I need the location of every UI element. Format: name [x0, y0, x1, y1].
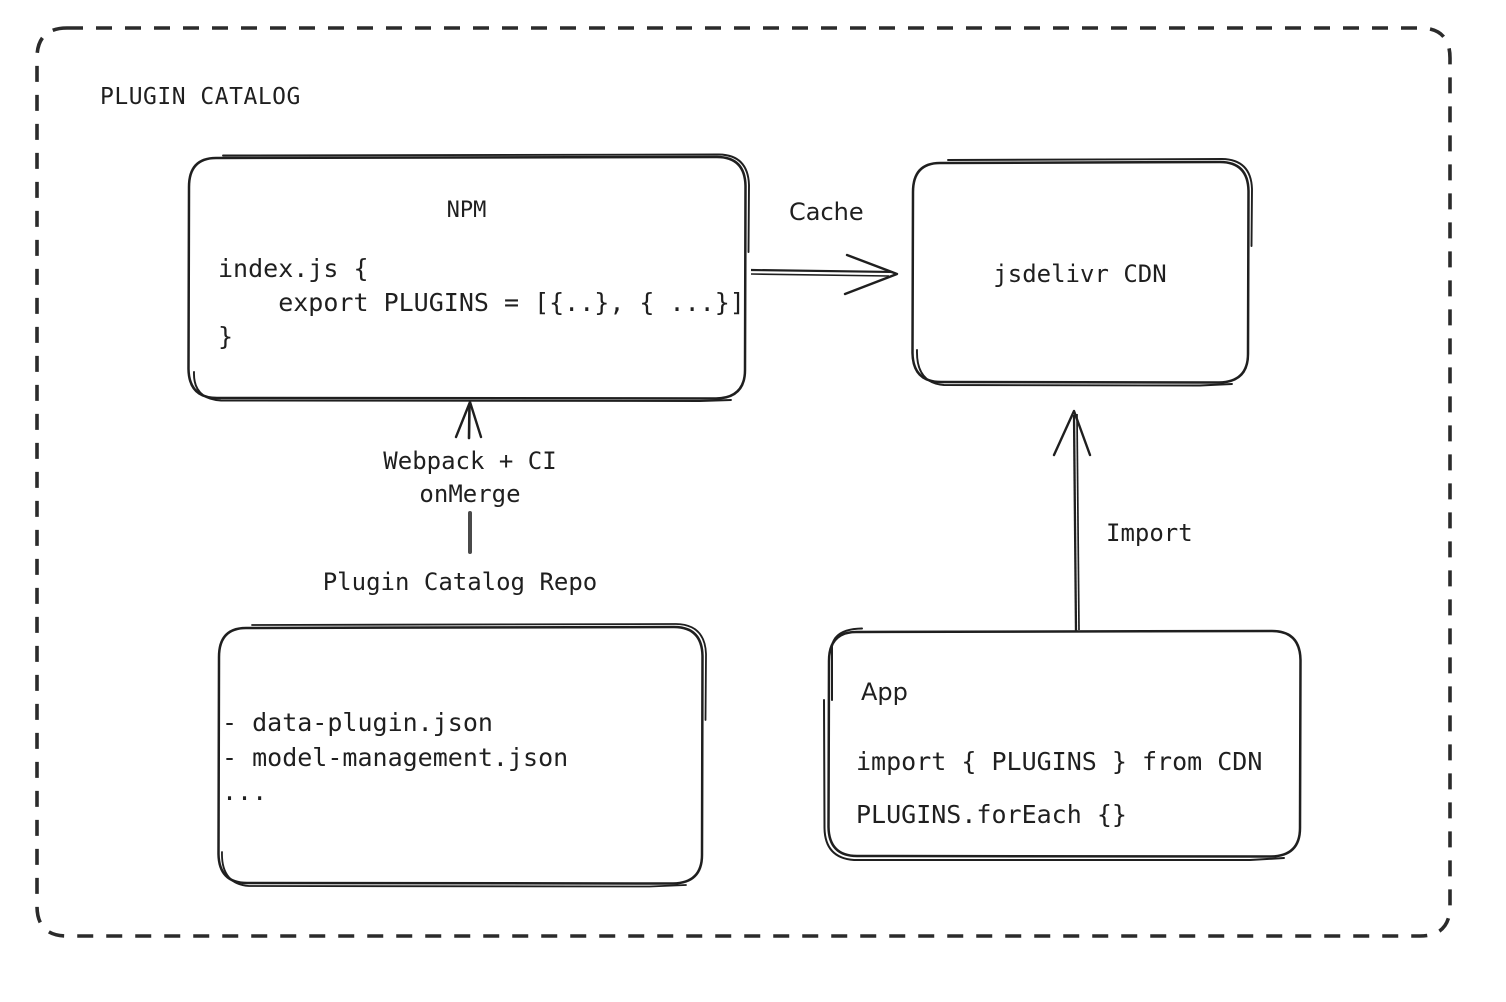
edge-label-webpack-ci-onmerge: Webpack + CI onMerge	[383, 447, 557, 509]
edge-app-to-cdn	[1052, 409, 1092, 633]
page-title: PLUGIN CATALOG	[100, 84, 301, 110]
app-node-code: import { PLUGINS } from CDN PLUGINS.forE…	[856, 747, 1263, 829]
repo-node-caption: Plugin Catalog Repo	[322, 568, 598, 596]
cdn-node-title: jsdelivr CDN	[993, 260, 1167, 288]
edge-label-import: Import	[1106, 519, 1193, 547]
npm-node-title: NPM	[446, 198, 487, 223]
edge-label-cache: Cache	[789, 198, 864, 226]
edge-npm-to-cdn	[750, 253, 899, 296]
npm-node-code: index.js { export PLUGINS = [{..}, { ...…	[218, 254, 745, 351]
repo-node-file-list: - data-plugin.json - model-management.js…	[222, 708, 569, 806]
app-node-title: App	[861, 678, 908, 706]
